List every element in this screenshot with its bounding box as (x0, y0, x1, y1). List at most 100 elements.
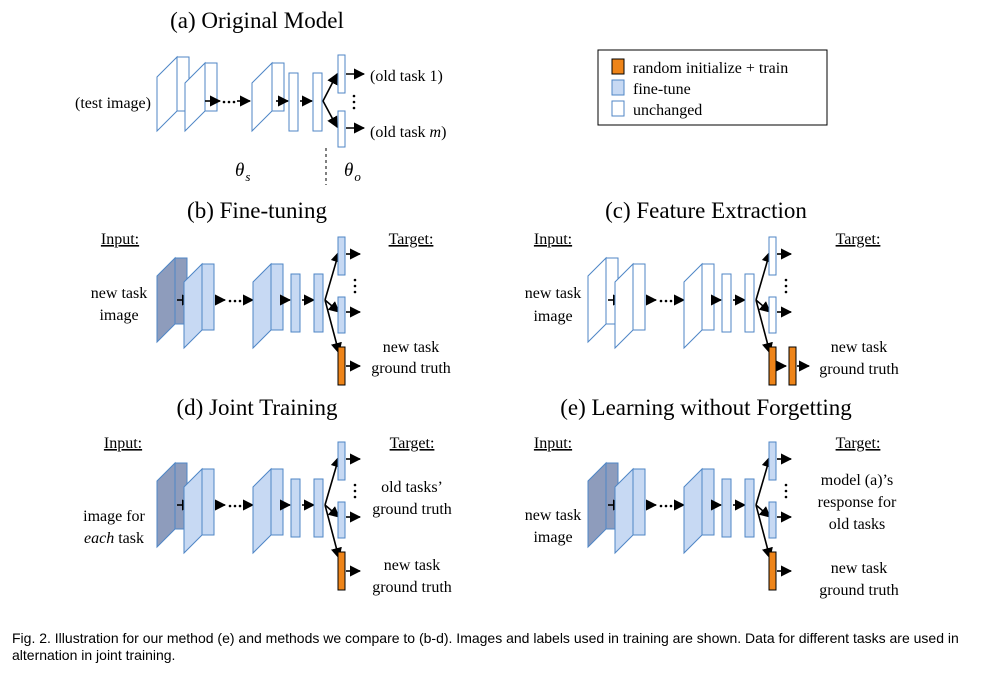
panel-d-network-arrow-to-head-top (324, 455, 342, 506)
panel-c-network-head-dots-0 (784, 278, 788, 282)
panel-a-head-dots-0 (352, 94, 356, 98)
panel-c-network-conv-input-side (587, 256, 607, 344)
panel-e-network-conv-2-face (632, 468, 646, 536)
legend: random initialize + train fine-tune unch… (597, 49, 828, 126)
panel-a-conv-input-side (156, 55, 178, 133)
panel-b-title: (b) Fine-tuning (187, 198, 327, 223)
panel-c-network-new-fc (768, 346, 777, 386)
panel-b-fine-tuning: (b) Fine-tuning Input: Target: new task … (91, 198, 451, 386)
panel-d-old-target-line2: ground truth (372, 501, 452, 518)
panel-e-network-conv-input-side (587, 461, 607, 549)
panel-a-conv-last-face (271, 62, 285, 112)
panel-a-head-dots-2 (352, 106, 356, 110)
panel-b-input-line1: new task (91, 285, 147, 302)
legend-label-random-train: random initialize + train (633, 60, 788, 77)
panel-d-input-line2: each task (84, 530, 144, 547)
legend-label-fine-tune: fine-tune (633, 81, 691, 98)
panel-e-network-fc-2 (744, 478, 755, 538)
panel-e-input-line2: image (533, 529, 572, 546)
panel-c-network-head-old-top (768, 236, 777, 276)
panel-d-network-ellipsis-dot-1 (233, 504, 237, 508)
panel-b-network (156, 236, 362, 386)
panel-c-input-line2: image (533, 308, 572, 325)
panel-c-input-heading: Input: (534, 231, 572, 248)
panel-b-network-conv-last-face (270, 263, 284, 331)
panel-c-network-arrow-to-new-head (755, 299, 773, 355)
panel-b-network-arrow-to-head-mid (324, 299, 340, 313)
panel-d-new-target-line2: ground truth (372, 579, 452, 596)
panel-d-new-target-line1: new task (384, 557, 440, 574)
panel-d-input-heading: Input: (104, 435, 142, 452)
panel-d-network-new-head (337, 551, 346, 591)
panel-b-input-line2: image (99, 307, 138, 324)
panel-d-network-arrow-to-head-mid (324, 504, 340, 518)
panel-b-network-arrow-to-new-head (324, 299, 342, 355)
panel-c-network-ellipsis-dot-0 (659, 299, 663, 303)
panel-d-network-head-old-bottom (337, 501, 346, 539)
panel-c-feature-extraction: (c) Feature Extraction Input: Target: ne… (525, 198, 899, 386)
panel-c-input-line1: new task (525, 285, 581, 302)
panel-e-network-head-dots-1 (784, 489, 788, 493)
panel-c-network-arrow-to-head-mid (755, 299, 771, 313)
panel-a-head-old-bottom (337, 110, 346, 148)
legend-box (597, 49, 828, 126)
panel-d-network-conv-last-face (270, 468, 284, 536)
panel-a-arrow-to-head-top (322, 73, 338, 102)
panel-c-network-conv-last-face (701, 263, 715, 331)
panel-e-network-arrow-to-head-mid (755, 504, 771, 518)
panel-e-network-conv-last-side (683, 467, 703, 555)
panel-c-title: (c) Feature Extraction (605, 198, 807, 223)
panel-e-network-head-old-bottom (768, 501, 777, 539)
panel-d-network-ellipsis-dot-2 (238, 504, 242, 508)
legend-swatch-unchanged (611, 100, 625, 117)
panel-c-network-ellipsis-dot-1 (664, 299, 668, 303)
panel-b-network-head-old-bottom (337, 296, 346, 334)
panel-a-fc-2 (312, 72, 323, 132)
panel-a-output-old-task-1: (old task 1) (370, 68, 443, 85)
panel-e-new-target-line2: ground truth (819, 582, 899, 599)
panel-b-network-arrow-to-head-top (324, 250, 342, 301)
panel-e-network-head-old-top (768, 441, 777, 481)
panel-b-input-heading: Input: (101, 231, 139, 248)
panel-d-network-ellipsis-dot-0 (228, 504, 232, 508)
panel-a-fc-1 (288, 72, 299, 132)
panel-a-input-label: (test image) (75, 95, 151, 112)
panel-a-head-old-top (337, 54, 346, 94)
panel-e-input-line1: new task (525, 507, 581, 524)
panel-a-title: (a) Original Model (170, 8, 344, 33)
panel-b-network-ellipsis-dot-0 (228, 299, 232, 303)
panel-c-network-ellipsis-dot-2 (669, 299, 673, 303)
panel-e-old-target-line3: old tasks (829, 516, 885, 533)
panel-b-network-conv-2-face (201, 263, 215, 331)
panel-c-target-line2: ground truth (819, 361, 899, 378)
panel-d-network-fc-2 (313, 478, 324, 538)
legend-label-unchanged: unchanged (633, 102, 702, 119)
panel-e-network-ellipsis-dot-1 (664, 504, 668, 508)
panel-a-original-model: (a) Original Model (test image) (old tas… (75, 8, 446, 185)
panel-b-network-head-old-top (337, 236, 346, 276)
panel-d-network-conv-input-side (156, 461, 176, 549)
panel-e-network-conv-last-face (701, 468, 715, 536)
panel-d-network (156, 441, 362, 591)
panel-e-old-target-line1: model (a)’s (821, 472, 893, 489)
panel-b-network-ellipsis-dot-1 (233, 299, 237, 303)
panel-e-network-new-head (768, 551, 777, 591)
panel-b-network-ellipsis-dot-2 (238, 299, 242, 303)
panel-a-network (156, 54, 366, 148)
panel-d-network-head-old-top (337, 441, 346, 481)
panel-b-target-line1: new task (383, 339, 439, 356)
panel-c-network-head-old-bottom (768, 296, 777, 334)
panel-e-target-heading: Target: (836, 435, 881, 452)
panel-b-network-head-dots-1 (353, 284, 357, 288)
panel-c-network-head-dots-1 (784, 284, 788, 288)
panel-c-network-conv-last-side (683, 262, 703, 350)
panel-e-network-arrow-to-head-top (755, 455, 773, 506)
panel-c-network-fc-1 (721, 273, 732, 333)
panel-d-network-conv-2-face (201, 468, 215, 536)
panel-b-network-conv-input-side (156, 256, 176, 344)
panel-e-network-head-dots-2 (784, 495, 788, 499)
panel-b-network-fc-2 (313, 273, 324, 333)
method-comparison-diagram: (a) Original Model (test image) (old tas… (75, 8, 899, 599)
panel-b-target-heading: Target: (389, 231, 434, 248)
panel-e-new-target-line1: new task (831, 560, 887, 577)
